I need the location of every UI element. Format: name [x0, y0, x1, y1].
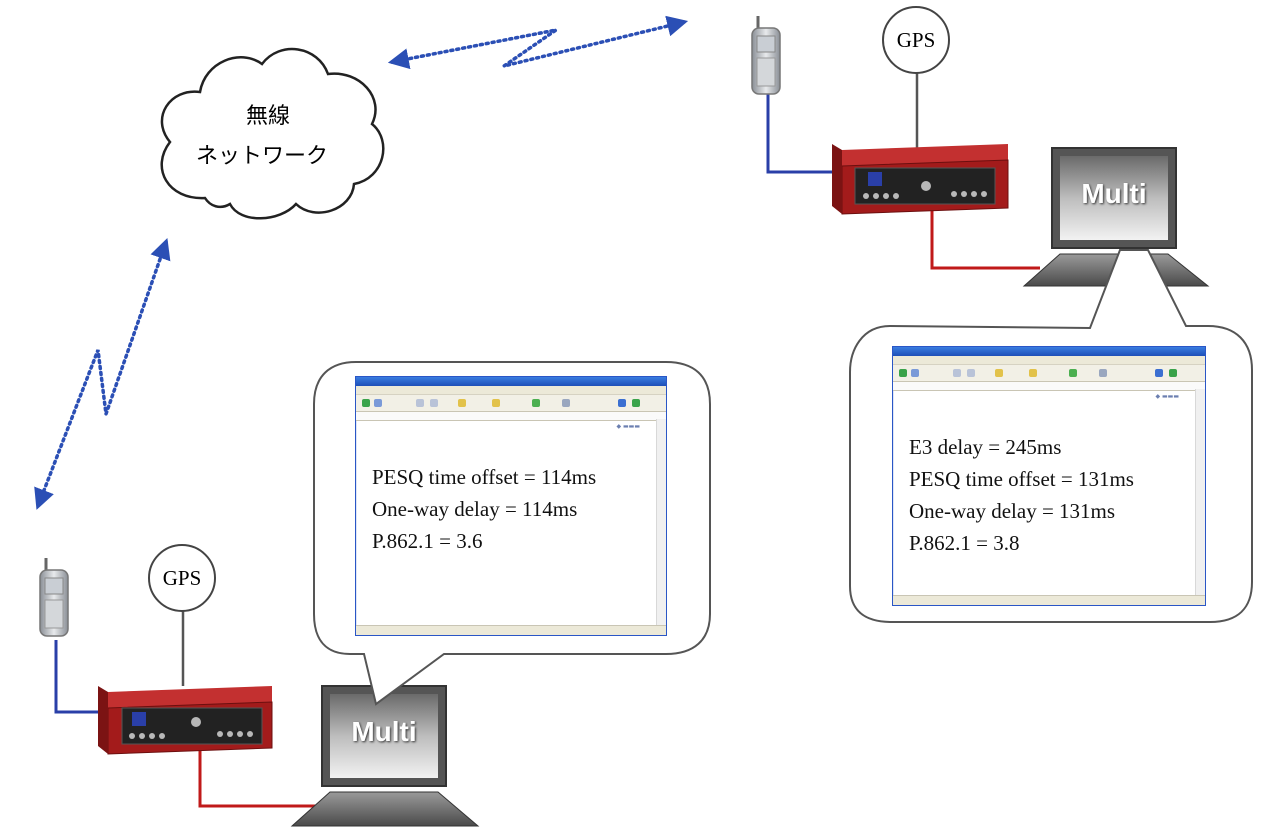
- window-scrollbar: [656, 419, 666, 625]
- window-address-bar: [356, 412, 666, 421]
- cloud-label-line2: ネットワーク: [196, 144, 329, 169]
- window-body: ◆ ▬▬▬ PESQ time offset = 114ms One-way d…: [356, 419, 656, 625]
- result-window-top: ◆ ▬▬▬ E3 delay = 245ms PESQ time offset …: [892, 346, 1206, 606]
- window-toolbar: [356, 395, 666, 412]
- window-titlebar: [893, 347, 1205, 356]
- result-line: P.862.1 = 3.8: [909, 531, 1020, 555]
- test-device-top: [832, 144, 1009, 215]
- gps-antenna-bottom: [148, 544, 216, 612]
- mobile-phone-icon: [39, 558, 69, 637]
- result-line: One-way delay = 131ms: [909, 499, 1116, 523]
- logo-icon: ◆ ▬▬▬: [1155, 393, 1179, 400]
- network-cable-top: [930, 208, 1040, 270]
- result-line: P.862.1 = 3.6: [372, 529, 483, 553]
- window-menubar: [893, 356, 1205, 365]
- result-line: PESQ time offset = 114ms: [372, 465, 597, 489]
- computer-label-bottom: Multi: [351, 716, 417, 747]
- test-device-bottom: [98, 686, 273, 755]
- wireless-network-cloud: [160, 47, 385, 220]
- result-line: E3 delay = 245ms: [909, 435, 1062, 459]
- window-titlebar: [356, 377, 666, 386]
- window-body: ◆ ▬▬▬ E3 delay = 245ms PESQ time offset …: [893, 389, 1195, 595]
- result-line: PESQ time offset = 131ms: [909, 467, 1134, 491]
- result-window-bottom: ◆ ▬▬▬ PESQ time offset = 114ms One-way d…: [355, 376, 667, 636]
- radio-link-left: [34, 238, 171, 510]
- computer-bottom: [290, 685, 480, 827]
- window-statusbar: [356, 625, 666, 635]
- radio-link-top: [387, 15, 689, 70]
- computer-label-top: Multi: [1081, 178, 1147, 209]
- window-toolbar: [893, 365, 1205, 382]
- result-line: One-way delay = 114ms: [372, 497, 578, 521]
- gps-label-top: GPS: [896, 28, 936, 52]
- network-cable-bottom: [198, 746, 322, 808]
- mobile-phone-icon: [751, 16, 781, 95]
- cloud-label-line1: 無線: [246, 104, 291, 129]
- window-scrollbar: [1195, 389, 1205, 595]
- gps-antenna-top: [882, 6, 950, 74]
- logo-icon: ◆ ▬▬▬: [616, 423, 640, 430]
- window-menubar: [356, 386, 666, 395]
- window-address-bar: [893, 382, 1205, 391]
- window-statusbar: [893, 595, 1205, 605]
- gps-label-bottom: GPS: [162, 566, 202, 590]
